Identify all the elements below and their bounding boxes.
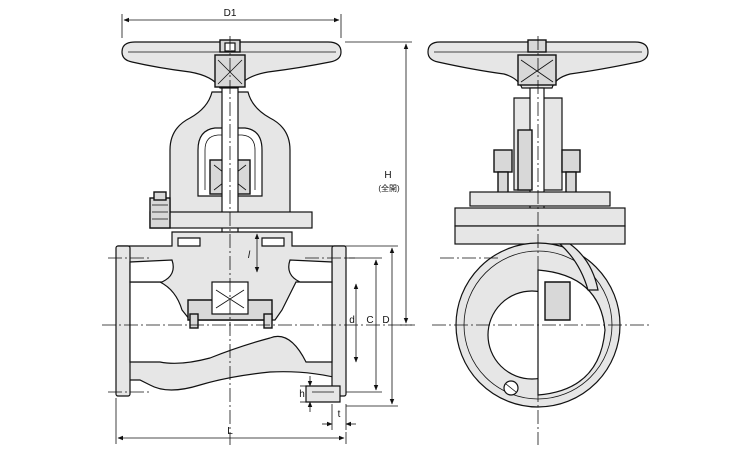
label-d1: D1 (224, 8, 237, 19)
dimension-lines (115, 14, 412, 444)
bonnet-flange-front (149, 211, 313, 229)
label-h-note: (全開) (378, 183, 400, 193)
label-t: t (338, 409, 341, 420)
bonnet-flange-side (454, 207, 626, 227)
label-l-small: l (248, 250, 251, 261)
label-c: C (366, 315, 373, 326)
label-h-small: h (299, 389, 305, 400)
label-l-big: L (227, 426, 233, 437)
front-view (115, 39, 347, 403)
label-d-big: D (382, 315, 389, 326)
label-d-small: d (349, 315, 355, 326)
label-h: H (384, 170, 391, 181)
